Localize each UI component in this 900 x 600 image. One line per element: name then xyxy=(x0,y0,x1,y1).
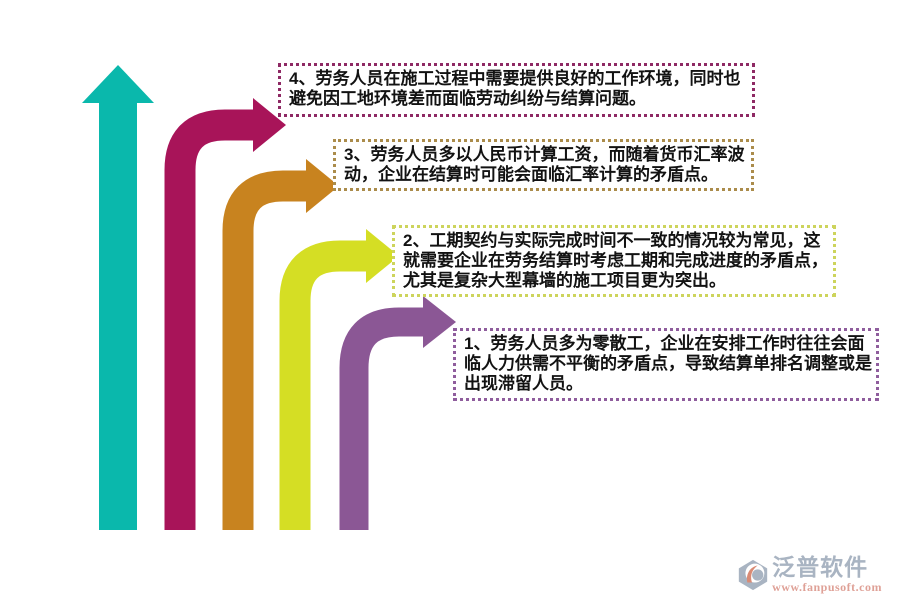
point-text-2: 2、工期契约与实际完成时间不一致的情况较为常见，这就需要企业在劳务结算时考虑工期… xyxy=(403,231,828,290)
brand-url: www.fanpusoft.com xyxy=(772,580,882,594)
point-box-2: 2、工期契约与实际完成时间不一致的情况较为常见，这就需要企业在劳务结算时考虑工期… xyxy=(392,225,836,297)
point-text-1: 1、劳务人员多为零散工，企业在安排工作时往往会面临人力供需不平衡的矛盾点，导致结… xyxy=(464,334,872,393)
point-box-4: 4、劳务人员在施工过程中需要提供良好的工作环境，同时也避免因工地环境差而面临劳动… xyxy=(278,63,755,117)
arrow-item-2 xyxy=(279,229,399,530)
arrow-item-3 xyxy=(222,159,339,530)
arrow-item-1 xyxy=(339,296,456,530)
point-text-4: 4、劳务人员在施工过程中需要提供良好的工作环境，同时也避免因工地环境差而面临劳动… xyxy=(289,69,741,108)
point-text-3: 3、劳务人员多以人民币计算工资，而随着货币汇率波动，企业在结算时可能会面临汇率计… xyxy=(344,145,745,184)
arrow-item-4 xyxy=(164,98,286,530)
point-box-3: 3、劳务人员多以人民币计算工资，而随着货币汇率波动，企业在结算时可能会面临汇率计… xyxy=(333,139,754,191)
axis-up-arrow xyxy=(82,65,154,530)
point-box-1: 1、劳务人员多为零散工，企业在安排工作时往往会面临人力供需不平衡的矛盾点，导致结… xyxy=(453,328,879,401)
brand-name: 泛普软件 xyxy=(772,554,869,581)
fanpu-logo-icon xyxy=(736,557,770,593)
brand-logo: 泛普软件 www.fanpusoft.com xyxy=(736,555,882,594)
